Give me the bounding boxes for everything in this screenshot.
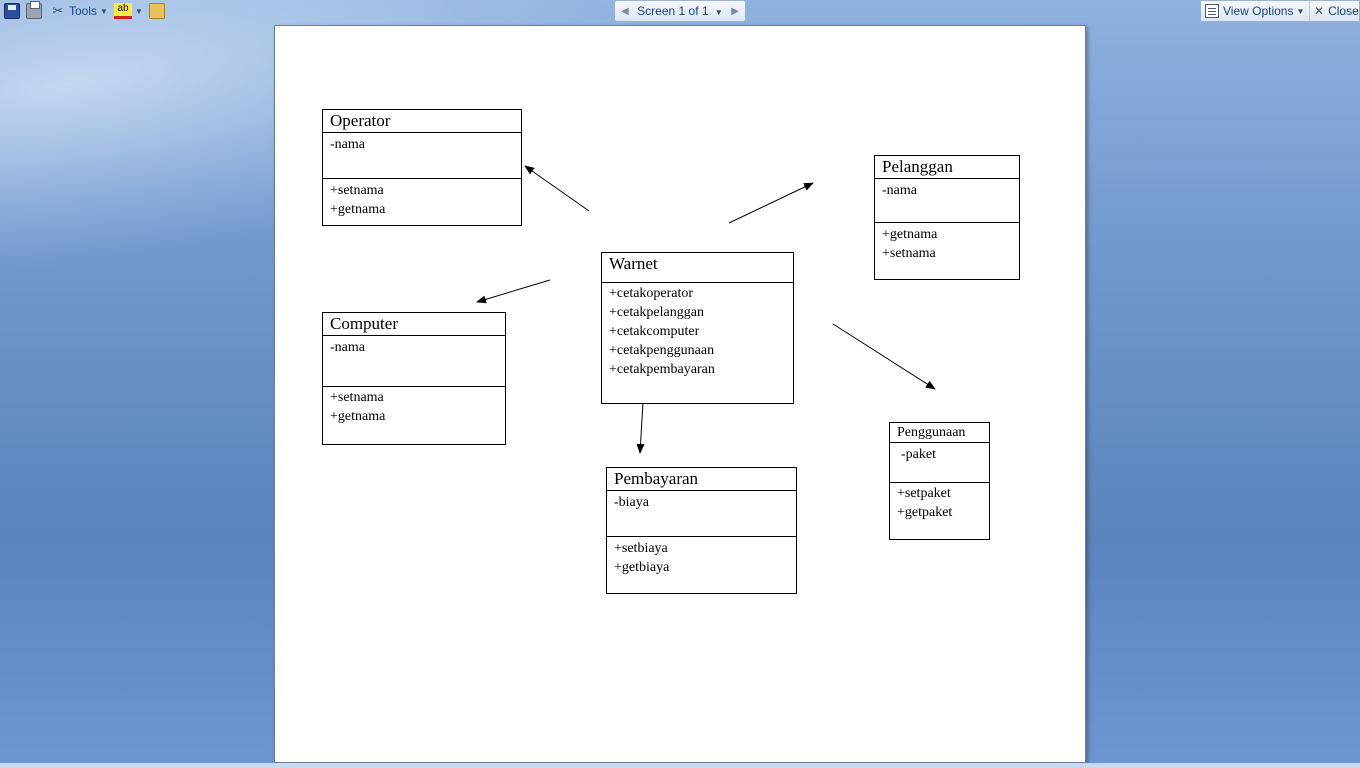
class-methods: +getnama +setnama xyxy=(875,223,1019,263)
text-highlight-button[interactable]: ab ▼ xyxy=(114,1,143,21)
class-name: Computer xyxy=(323,313,505,336)
class-operator: Operator -nama +setnama +getnama xyxy=(322,109,522,226)
method: +setbiaya xyxy=(614,541,668,556)
method: +setnama xyxy=(882,246,936,261)
arrow-to-operator xyxy=(524,165,590,212)
chevron-down-icon: ▼ xyxy=(100,6,108,16)
tools-label: Tools xyxy=(69,4,98,18)
class-name: Pelanggan xyxy=(875,156,1019,179)
folder-icon xyxy=(149,3,165,19)
screen-navigator: ◀ Screen 1 of 1 ▼ ▶ xyxy=(614,0,746,22)
arrow-to-penggunaan xyxy=(832,323,936,390)
method: +setpaket xyxy=(897,486,951,501)
class-computer: Computer -nama +setnama +getnama xyxy=(322,312,506,445)
class-attributes: -nama xyxy=(875,179,1019,223)
class-methods: +cetakoperator +cetakpelanggan +cetakcom… xyxy=(602,283,793,379)
method: +getnama xyxy=(330,409,386,424)
print-icon xyxy=(26,1,42,19)
method: +setnama xyxy=(330,390,384,405)
save-icon xyxy=(4,3,20,19)
bottom-strip xyxy=(0,763,1360,768)
screen-label: Screen 1 of 1 xyxy=(637,4,709,18)
class-penggunaan: Penggunaan -paket +setpaket +getpaket xyxy=(889,422,990,540)
document-page: Operator -nama +setnama +getnama Pelangg… xyxy=(274,25,1086,763)
class-pembayaran: Pembayaran -biaya +setbiaya +getbiaya xyxy=(606,467,797,594)
chevron-down-icon: ▼ xyxy=(1296,6,1305,16)
class-methods: +setnama +getnama xyxy=(323,387,505,426)
method: +getnama xyxy=(330,202,386,217)
class-attributes: -paket xyxy=(890,443,989,483)
previous-screen-icon[interactable]: ◀ xyxy=(621,5,629,17)
view-options-label: View Options xyxy=(1223,4,1294,18)
method: +cetakpelanggan xyxy=(609,305,704,320)
class-name: Pembayaran xyxy=(607,468,796,491)
next-screen-icon[interactable]: ▶ xyxy=(731,5,739,17)
close-label: Close xyxy=(1328,4,1359,18)
attribute: -paket xyxy=(901,447,936,462)
attribute: -nama xyxy=(882,183,917,198)
tools-icon: ✂ xyxy=(52,3,64,18)
open-folder-button[interactable] xyxy=(149,1,165,21)
highlight-icon: ab xyxy=(114,3,132,19)
class-attributes: -nama xyxy=(323,336,505,387)
method: +cetakpembayaran xyxy=(609,362,715,377)
class-name: Warnet xyxy=(602,253,793,283)
class-attributes: -nama xyxy=(323,133,521,179)
class-methods: +setnama +getnama xyxy=(323,179,521,219)
right-toolbar: View Options ▼ ✕ Close xyxy=(1200,0,1360,22)
method: +getpaket xyxy=(897,505,953,520)
tools-button[interactable]: ✂ Tools ▼ xyxy=(50,1,108,21)
class-pelanggan: Pelanggan -nama +getnama +setnama xyxy=(874,155,1020,280)
screen-indicator[interactable]: Screen 1 of 1 ▼ xyxy=(637,4,723,18)
arrow-to-pembayaran xyxy=(636,401,645,454)
method: +setnama xyxy=(330,183,384,198)
method: +cetakoperator xyxy=(609,286,694,301)
class-name: Penggunaan xyxy=(890,423,989,443)
print-button[interactable] xyxy=(26,1,42,21)
arrow-to-pelanggan xyxy=(728,182,814,224)
view-options-icon xyxy=(1205,4,1219,18)
reading-toolbar: ✂ Tools ▼ ab ▼ ◀ Screen 1 of 1 ▼ ▶ View … xyxy=(0,0,1360,22)
view-options-button[interactable]: View Options ▼ xyxy=(1201,4,1309,18)
arrow-to-computer xyxy=(476,279,551,304)
method: +cetakpenggunaan xyxy=(609,343,715,358)
save-button[interactable] xyxy=(4,1,20,21)
class-methods: +setpaket +getpaket xyxy=(890,483,989,522)
chevron-down-icon: ▼ xyxy=(714,8,723,17)
close-button[interactable]: ✕ Close xyxy=(1309,1,1359,21)
method: +getbiaya xyxy=(614,560,670,575)
attribute: -nama xyxy=(330,340,365,355)
class-warnet: Warnet +cetakoperator +cetakpelanggan +c… xyxy=(601,252,794,404)
method: +getnama xyxy=(882,227,938,242)
chevron-down-icon: ▼ xyxy=(135,6,143,16)
attribute: -nama xyxy=(330,137,365,152)
class-attributes: -biaya xyxy=(607,491,796,537)
close-icon: ✕ xyxy=(1314,4,1325,18)
class-name: Operator xyxy=(323,110,521,133)
class-methods: +setbiaya +getbiaya xyxy=(607,537,796,577)
method: +cetakcomputer xyxy=(609,324,700,339)
attribute: -biaya xyxy=(614,495,649,510)
